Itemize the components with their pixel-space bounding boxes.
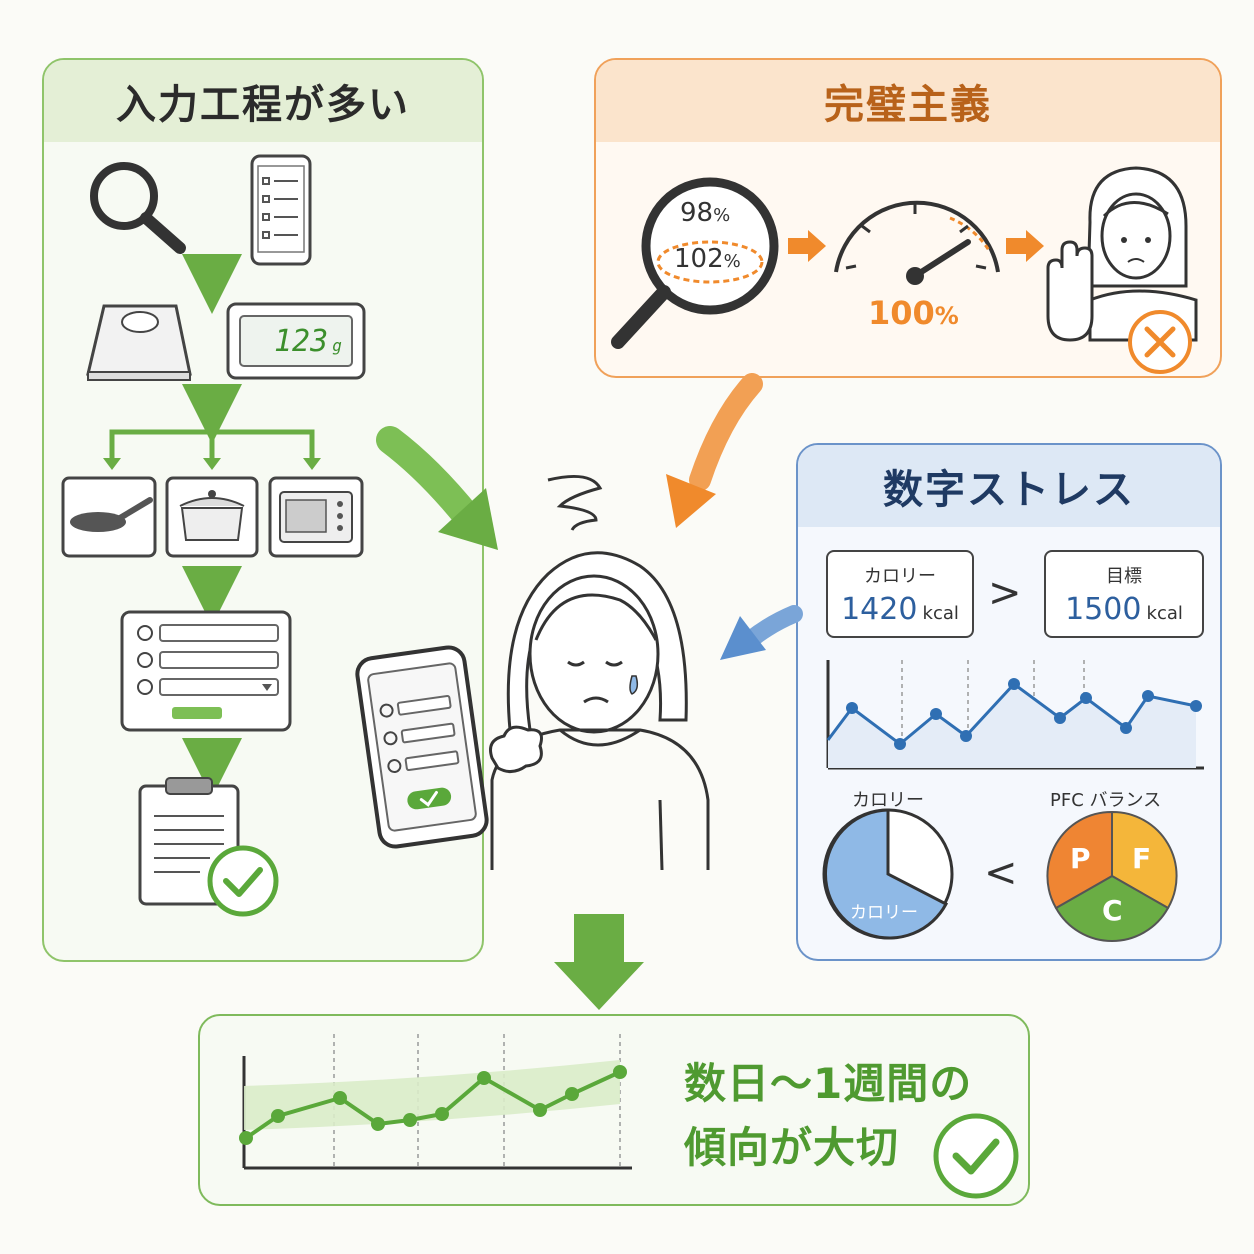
value-98: 98%: [680, 198, 730, 228]
trend-line-chart: [239, 1034, 632, 1170]
scale-readout-unit: g: [332, 336, 342, 355]
digital-scale-display: [226, 302, 366, 380]
search-icon: [90, 162, 186, 254]
pot-icon: [165, 476, 259, 558]
frying-pan-icon: [61, 476, 157, 558]
value-98-percent: %: [713, 205, 731, 226]
less-than-sign: <: [984, 850, 1018, 896]
pfc-f-label: F: [1132, 842, 1152, 875]
phone-list-icon: [250, 154, 312, 266]
pfc-pie-chart: [1046, 810, 1178, 942]
pie-inner-label: カロリー: [850, 903, 918, 923]
value-102-number: 102: [674, 244, 724, 274]
pie-label: カロリー: [852, 790, 924, 811]
calorie-unit: kcal: [922, 603, 959, 624]
calorie-line-chart: [826, 660, 1204, 770]
pfc-p-label: P: [1070, 842, 1091, 875]
calorie-card-value: 1420 kcal: [828, 592, 972, 627]
target-card-label: 目標: [1106, 566, 1142, 587]
arrow-right-icon: [788, 230, 826, 262]
value-102: 102%: [674, 244, 741, 274]
value-102-percent: %: [723, 251, 741, 272]
arrow-right-icon: [1006, 230, 1044, 262]
pfc-label: PFC バランス: [1050, 790, 1162, 811]
phone-checklist-icon: [355, 645, 489, 849]
clipboard-check-icon: [138, 777, 279, 917]
calorie-card-label: カロリー: [864, 566, 936, 587]
orange-flow-arrow: [666, 373, 763, 528]
target-card: 目標 1500 kcal: [1044, 550, 1204, 638]
calorie-pie-chart: [822, 808, 954, 940]
input-steps-title: 入力工程が多い: [44, 60, 482, 142]
pfc-c-label: C: [1102, 894, 1123, 927]
form-icon: [120, 610, 292, 732]
microwave-icon: [268, 476, 364, 558]
green-flow-arrow: [376, 426, 498, 550]
target-unit: kcal: [1146, 603, 1183, 624]
worried-person-stop-icon: [1046, 166, 1198, 374]
greater-than-sign: >: [988, 570, 1022, 616]
gauge-icon: [834, 200, 1000, 285]
perfectionism-title: 完璧主義: [596, 60, 1220, 142]
down-arrow-icon: [554, 914, 644, 1010]
magnifier-values-icon: [611, 177, 779, 349]
gauge-value: 100%: [868, 294, 959, 332]
blue-flow-arrow: [720, 605, 803, 660]
trend-message-line1: 数日〜1週間の: [684, 1059, 973, 1108]
calorie-card: カロリー 1420 kcal: [826, 550, 974, 638]
check-circle-icon: [933, 1113, 1019, 1199]
gauge-value-number: 100: [868, 294, 935, 332]
trend-message-line2: 傾向が大切: [684, 1123, 900, 1172]
number-stress-title: 数字ストレス: [798, 445, 1220, 527]
scale-icon: [86, 304, 192, 381]
value-98-number: 98: [680, 198, 714, 228]
gauge-value-percent: %: [934, 302, 959, 330]
calorie-value: 1420: [841, 592, 918, 627]
scale-readout-value: 123: [274, 324, 329, 359]
stressed-person-illustration: [489, 474, 710, 871]
target-card-value: 1500 kcal: [1046, 592, 1202, 627]
target-value: 1500: [1065, 592, 1142, 627]
